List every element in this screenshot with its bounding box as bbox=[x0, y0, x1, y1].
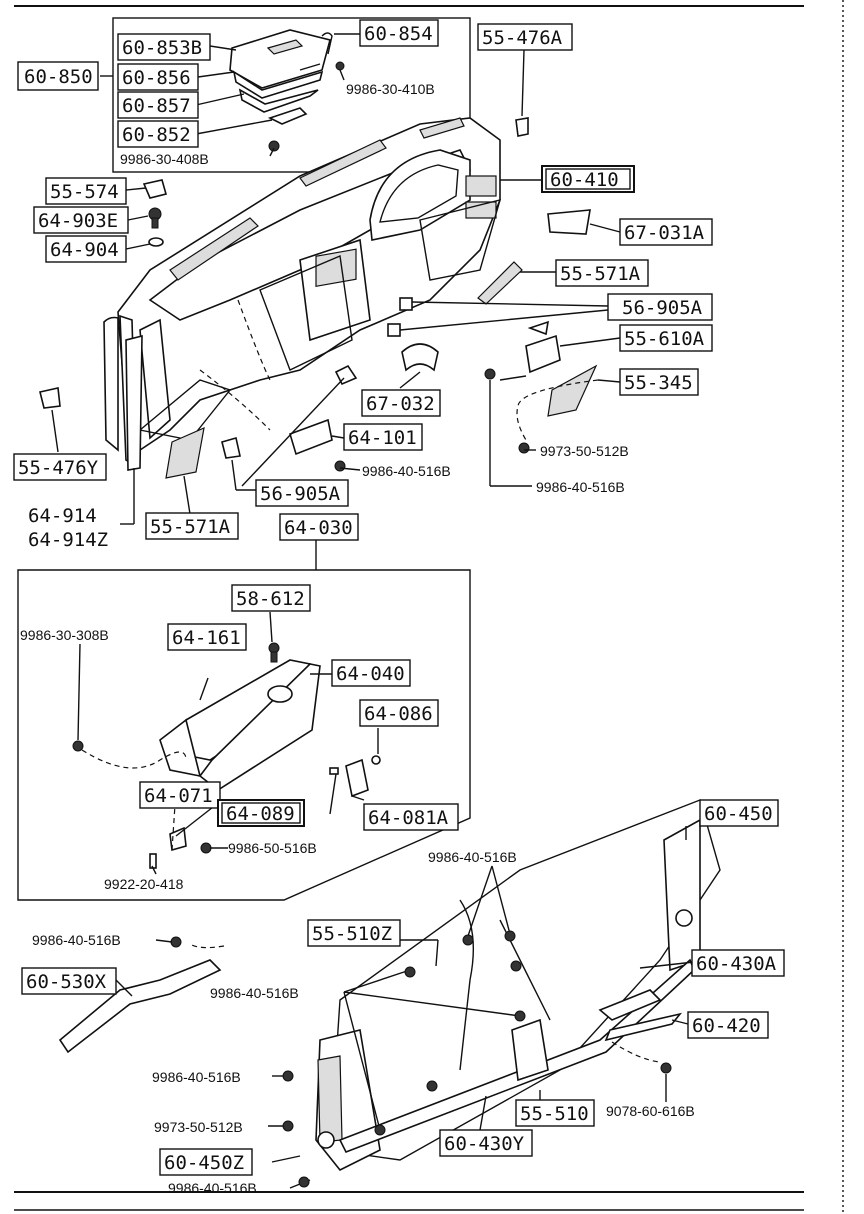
label-60-850: 60-850 bbox=[24, 66, 93, 88]
label-9986-30-410B: 9986-30-410B bbox=[346, 81, 435, 97]
label-58-612: 58-612 bbox=[236, 588, 305, 610]
group-box-64-030 bbox=[17, 569, 471, 901]
label-60-420: 60-420 bbox=[692, 1015, 761, 1037]
label-9922-20-418: 9922-20-418 bbox=[104, 876, 184, 892]
label-9986-40-516B-g: 9986-40-516B bbox=[168, 1180, 257, 1196]
label-55-571A-right: 55-571A bbox=[560, 263, 641, 285]
label-60-450: 60-450 bbox=[704, 803, 773, 825]
label-55-510Z: 55-510Z bbox=[312, 923, 392, 945]
label-55-476Y: 55-476Y bbox=[18, 457, 99, 479]
label-64-914Z: 64-914Z bbox=[28, 529, 108, 551]
label-9986-40-516B-b: 9986-40-516B bbox=[536, 479, 625, 495]
label-55-574: 55-574 bbox=[50, 181, 119, 203]
label-64-089: 64-089 bbox=[226, 803, 295, 825]
label-64-161: 64-161 bbox=[172, 627, 241, 649]
label-64-903E: 64-903E bbox=[38, 210, 118, 232]
label-60-430A: 60-430A bbox=[696, 953, 777, 975]
label-9986-40-516B-e: 9986-40-516B bbox=[210, 985, 299, 1001]
label-60-530X: 60-530X bbox=[26, 971, 107, 993]
label-67-031A: 67-031A bbox=[624, 222, 705, 244]
label-64-904: 64-904 bbox=[50, 239, 119, 261]
label-9986-30-308B: 9986-30-308B bbox=[20, 627, 109, 643]
label-55-510: 55-510 bbox=[520, 1103, 589, 1125]
label-64-081A: 64-081A bbox=[368, 807, 449, 829]
label-60-854: 60-854 bbox=[364, 23, 433, 45]
leader-lines-glovebox bbox=[77, 611, 379, 875]
label-box-60-850 bbox=[17, 61, 99, 91]
label-9986-50-516B: 9986-50-516B bbox=[228, 840, 317, 856]
label-64-086: 64-086 bbox=[364, 703, 433, 725]
label-60-856: 60-856 bbox=[122, 67, 191, 89]
label-60-450Z: 60-450Z bbox=[164, 1152, 244, 1174]
side-trim-64-914 bbox=[125, 334, 143, 471]
label-55-476A: 55-476A bbox=[482, 27, 563, 49]
label-60-852: 60-852 bbox=[122, 124, 191, 146]
glove-box-parts bbox=[72, 642, 381, 869]
label-9986-40-516B-a: 9986-40-516B bbox=[362, 463, 451, 479]
label-55-571A-left: 55-571A bbox=[150, 516, 231, 538]
label-64-040: 64-040 bbox=[336, 663, 405, 685]
label-9986-40-516B-d: 9986-40-516B bbox=[32, 932, 121, 948]
label-9986-40-516B-c: 9986-40-516B bbox=[428, 849, 517, 865]
meter-hood-parts bbox=[229, 29, 345, 152]
group-box-60-850 bbox=[112, 17, 471, 173]
label-9986-40-516B-f: 9986-40-516B bbox=[152, 1069, 241, 1085]
loose-parts bbox=[39, 117, 598, 479]
label-9973-50-512B-b: 9973-50-512B bbox=[154, 1119, 243, 1135]
label-56-905A-right: 56-905A bbox=[622, 297, 703, 319]
label-56-905A-left: 56-905A bbox=[260, 483, 341, 505]
label-64-030: 64-030 bbox=[284, 517, 353, 539]
label-55-610A: 55-610A bbox=[624, 328, 705, 350]
label-9986-30-408B: 9986-30-408B bbox=[120, 151, 209, 167]
label-60-410: 60-410 bbox=[550, 169, 619, 191]
label-55-345: 55-345 bbox=[624, 372, 693, 394]
label-64-071: 64-071 bbox=[144, 785, 213, 807]
label-60-857: 60-857 bbox=[122, 95, 191, 117]
label-9973-50-512B-a: 9973-50-512B bbox=[540, 443, 629, 459]
cross-member-60-530X bbox=[58, 959, 222, 1054]
label-60-430Y: 60-430Y bbox=[444, 1133, 525, 1155]
leader-lines-upper bbox=[51, 33, 621, 525]
label-9078-60-616B: 9078-60-616B bbox=[606, 1103, 695, 1119]
leader-lines-lower bbox=[115, 826, 695, 1189]
label-67-032: 67-032 bbox=[366, 393, 435, 415]
label-60-853B: 60-853B bbox=[122, 37, 202, 59]
label-64-101: 64-101 bbox=[348, 427, 417, 449]
label-64-914: 64-914 bbox=[28, 505, 97, 527]
